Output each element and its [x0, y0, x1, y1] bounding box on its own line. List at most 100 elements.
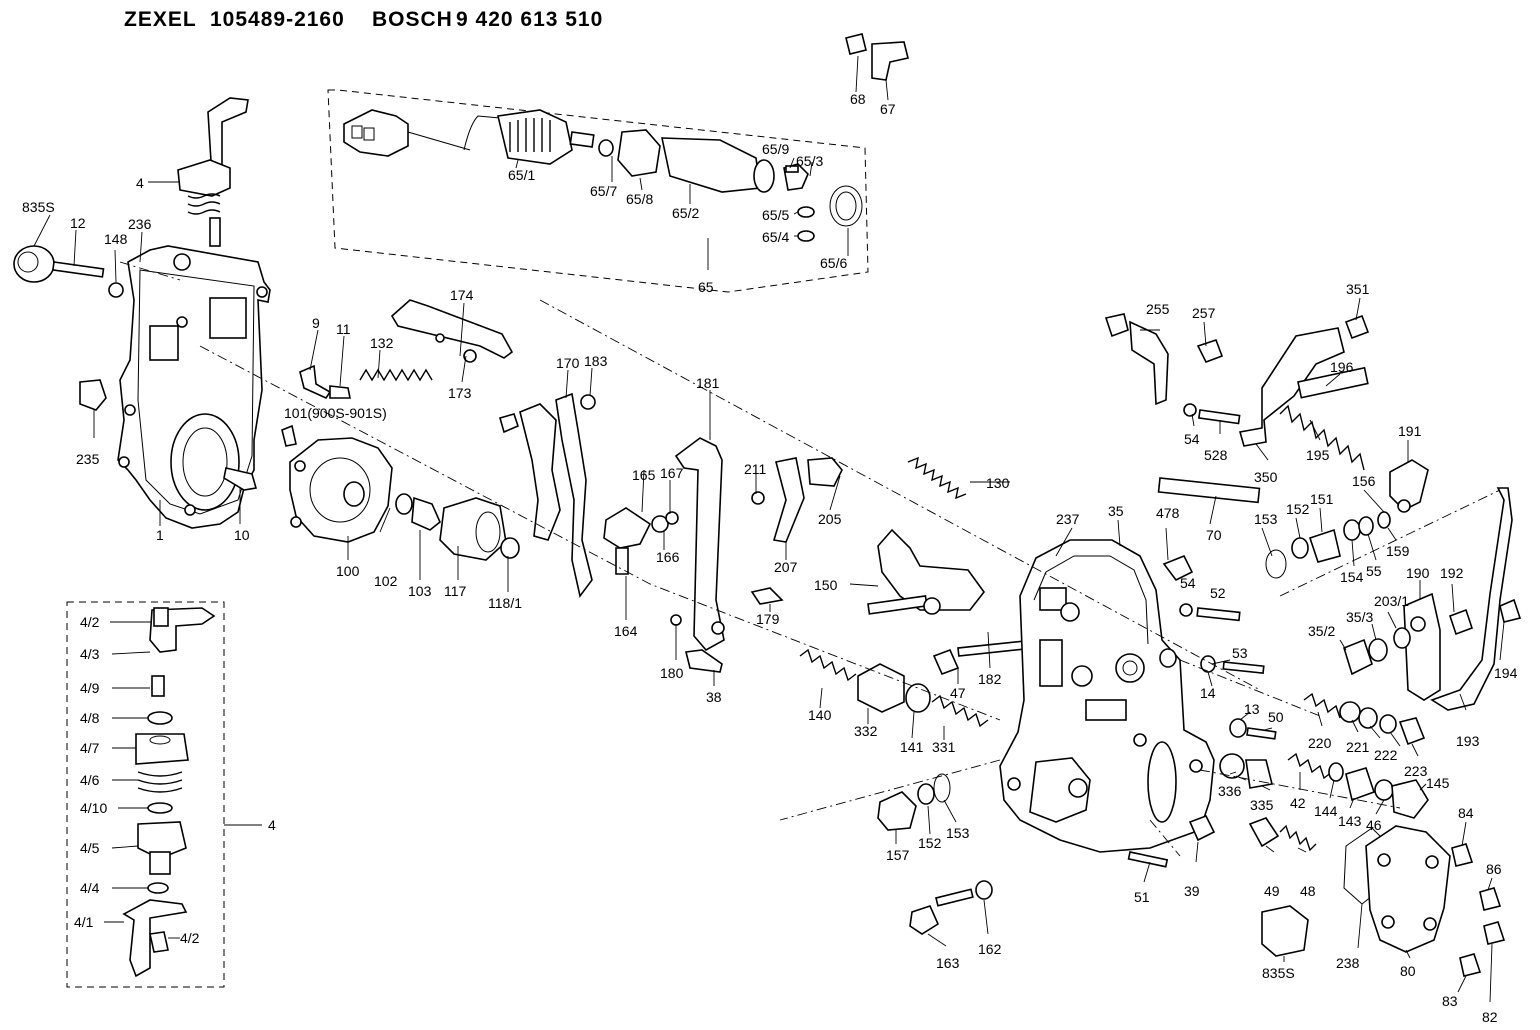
lever-150 — [877, 528, 986, 611]
label-257: 257 — [1192, 305, 1216, 321]
part-labels: 68 67 4 835S 12 148 236 65/1 65/7 65/8 6… — [22, 91, 1518, 1025]
label-174: 174 — [450, 287, 474, 303]
lever-170 — [519, 403, 561, 541]
label-145: 145 — [1426, 775, 1450, 791]
label-65-5: 65/5 — [762, 207, 789, 223]
label-180: 180 — [660, 665, 684, 681]
label-220: 220 — [1308, 735, 1332, 751]
lever-181 — [674, 437, 725, 652]
label-4-7: 4/7 — [80, 740, 100, 756]
label-194: 194 — [1494, 665, 1518, 681]
label-223: 223 — [1404, 763, 1428, 779]
label-152-top: 152 — [1286, 501, 1310, 517]
label-39: 39 — [1184, 883, 1200, 899]
label-67: 67 — [880, 101, 896, 117]
label-117: 117 — [444, 583, 467, 599]
label-331: 331 — [932, 739, 956, 755]
label-835s-right: 835S — [1262, 965, 1295, 981]
sensor-group — [343, 109, 863, 242]
label-118-1: 118/1 — [488, 595, 522, 611]
label-165: 165 — [632, 467, 656, 483]
label-65-2: 65/2 — [672, 205, 699, 221]
label-65-7: 65/7 — [590, 183, 617, 199]
label-12: 12 — [70, 215, 86, 231]
label-54-mid: 54 — [1180, 575, 1196, 591]
label-132: 132 — [370, 335, 394, 351]
label-102: 102 — [374, 573, 398, 589]
label-52: 52 — [1210, 585, 1226, 601]
governor-housing — [117, 245, 271, 529]
label-4-9: 4/9 — [80, 680, 100, 696]
label-151: 151 — [1310, 491, 1334, 507]
label-207: 207 — [774, 559, 798, 575]
label-235: 235 — [76, 451, 100, 467]
zexel-part-number: 105489-2160 — [210, 8, 345, 31]
cover-80 — [1365, 825, 1451, 953]
label-336: 336 — [1218, 783, 1242, 799]
inset-group-frame — [66, 601, 225, 988]
label-35-3: 35/3 — [1346, 609, 1373, 625]
label-238: 238 — [1336, 955, 1360, 971]
label-48: 48 — [1300, 883, 1316, 899]
label-4-2-top: 4/2 — [80, 614, 100, 630]
label-332: 332 — [854, 723, 878, 739]
label-65-1: 65/1 — [508, 167, 535, 183]
main-pump-body — [999, 539, 1215, 853]
leader-lines — [33, 55, 1505, 1003]
label-83: 83 — [1442, 993, 1458, 1009]
label-478: 478 — [1156, 505, 1180, 521]
label-65-4: 65/4 — [762, 229, 789, 245]
label-152-low: 152 — [918, 835, 942, 851]
label-222: 222 — [1374, 747, 1398, 763]
label-4-2-bottom: 4/2 — [180, 930, 200, 946]
label-237: 237 — [1056, 511, 1080, 527]
label-4: 4 — [136, 175, 144, 191]
label-86: 86 — [1486, 861, 1502, 877]
label-84: 84 — [1458, 805, 1474, 821]
label-193: 193 — [1456, 733, 1480, 749]
label-4-8: 4/8 — [80, 710, 100, 726]
label-159: 159 — [1386, 543, 1410, 559]
label-4-10: 4/10 — [80, 800, 107, 816]
label-183: 183 — [584, 353, 608, 369]
sensor-group-frame — [327, 89, 869, 293]
label-54-top: 54 — [1184, 431, 1200, 447]
label-835s-left: 835S — [22, 199, 55, 215]
label-350: 350 — [1254, 469, 1278, 485]
label-154: 154 — [1340, 569, 1364, 585]
label-42: 42 — [1290, 795, 1306, 811]
inset-exploded-parts — [122, 607, 216, 978]
label-164: 164 — [614, 623, 638, 639]
label-53: 53 — [1232, 645, 1248, 661]
label-166: 166 — [656, 549, 680, 565]
label-47: 47 — [950, 685, 966, 701]
label-255: 255 — [1146, 301, 1170, 317]
label-9: 9 — [312, 315, 320, 331]
label-170: 170 — [556, 355, 580, 371]
label-203-1: 203/1 — [1374, 593, 1409, 609]
lever-174 — [390, 299, 514, 359]
label-35: 35 — [1108, 503, 1124, 519]
label-55: 55 — [1366, 563, 1382, 579]
label-157: 157 — [886, 847, 910, 863]
label-100: 100 — [336, 563, 360, 579]
label-10: 10 — [234, 527, 250, 543]
brand-zexel: ZEXEL — [124, 8, 197, 31]
label-190: 190 — [1406, 565, 1430, 581]
label-195: 195 — [1306, 447, 1330, 463]
cap-835s-left — [13, 245, 55, 283]
label-141: 141 — [900, 739, 924, 755]
label-143: 143 — [1338, 813, 1362, 829]
label-205: 205 — [818, 511, 842, 527]
label-65: 65 — [698, 279, 714, 295]
label-140: 140 — [808, 707, 832, 723]
label-150: 150 — [814, 577, 838, 593]
label-153-top: 153 — [1254, 511, 1278, 527]
label-167: 167 — [660, 465, 684, 481]
label-4-1: 4/1 — [74, 914, 94, 930]
label-65-3: 65/3 — [796, 153, 823, 169]
label-70: 70 — [1206, 527, 1222, 543]
label-51: 51 — [1134, 889, 1150, 905]
label-4-6: 4/6 — [80, 772, 100, 788]
